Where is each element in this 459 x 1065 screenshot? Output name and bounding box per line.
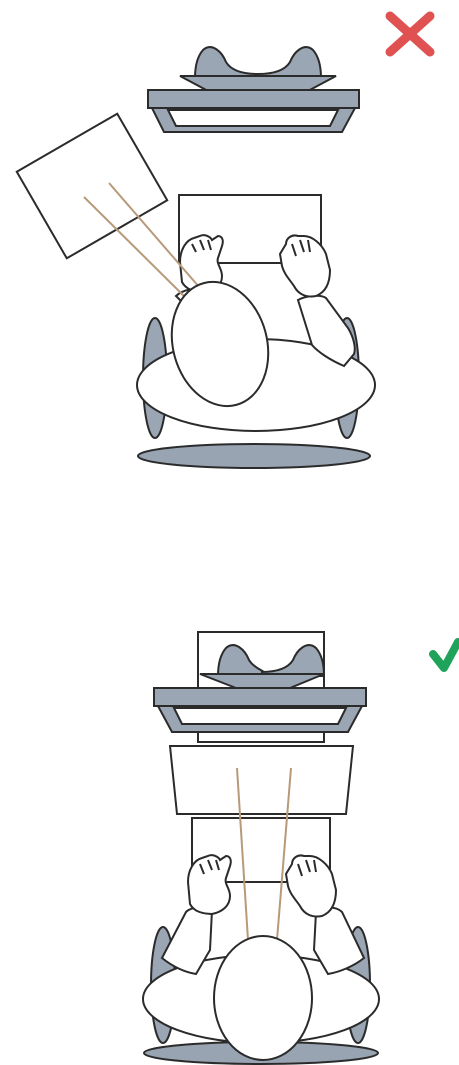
- document-paper: [17, 114, 167, 259]
- head: [214, 936, 312, 1060]
- correct-setup-illustration: [0, 500, 459, 1065]
- left-hand: [188, 855, 231, 914]
- cross-icon: [390, 16, 430, 52]
- correct-setup-panel: [0, 500, 459, 1065]
- document-paper: [170, 746, 353, 814]
- incorrect-setup-illustration: [0, 0, 459, 500]
- monitor: [148, 47, 359, 132]
- chair-shadow: [138, 444, 370, 468]
- incorrect-setup-panel: [0, 0, 459, 500]
- right-hand: [280, 235, 330, 296]
- check-icon: [433, 642, 458, 668]
- right-arm: [314, 908, 364, 975]
